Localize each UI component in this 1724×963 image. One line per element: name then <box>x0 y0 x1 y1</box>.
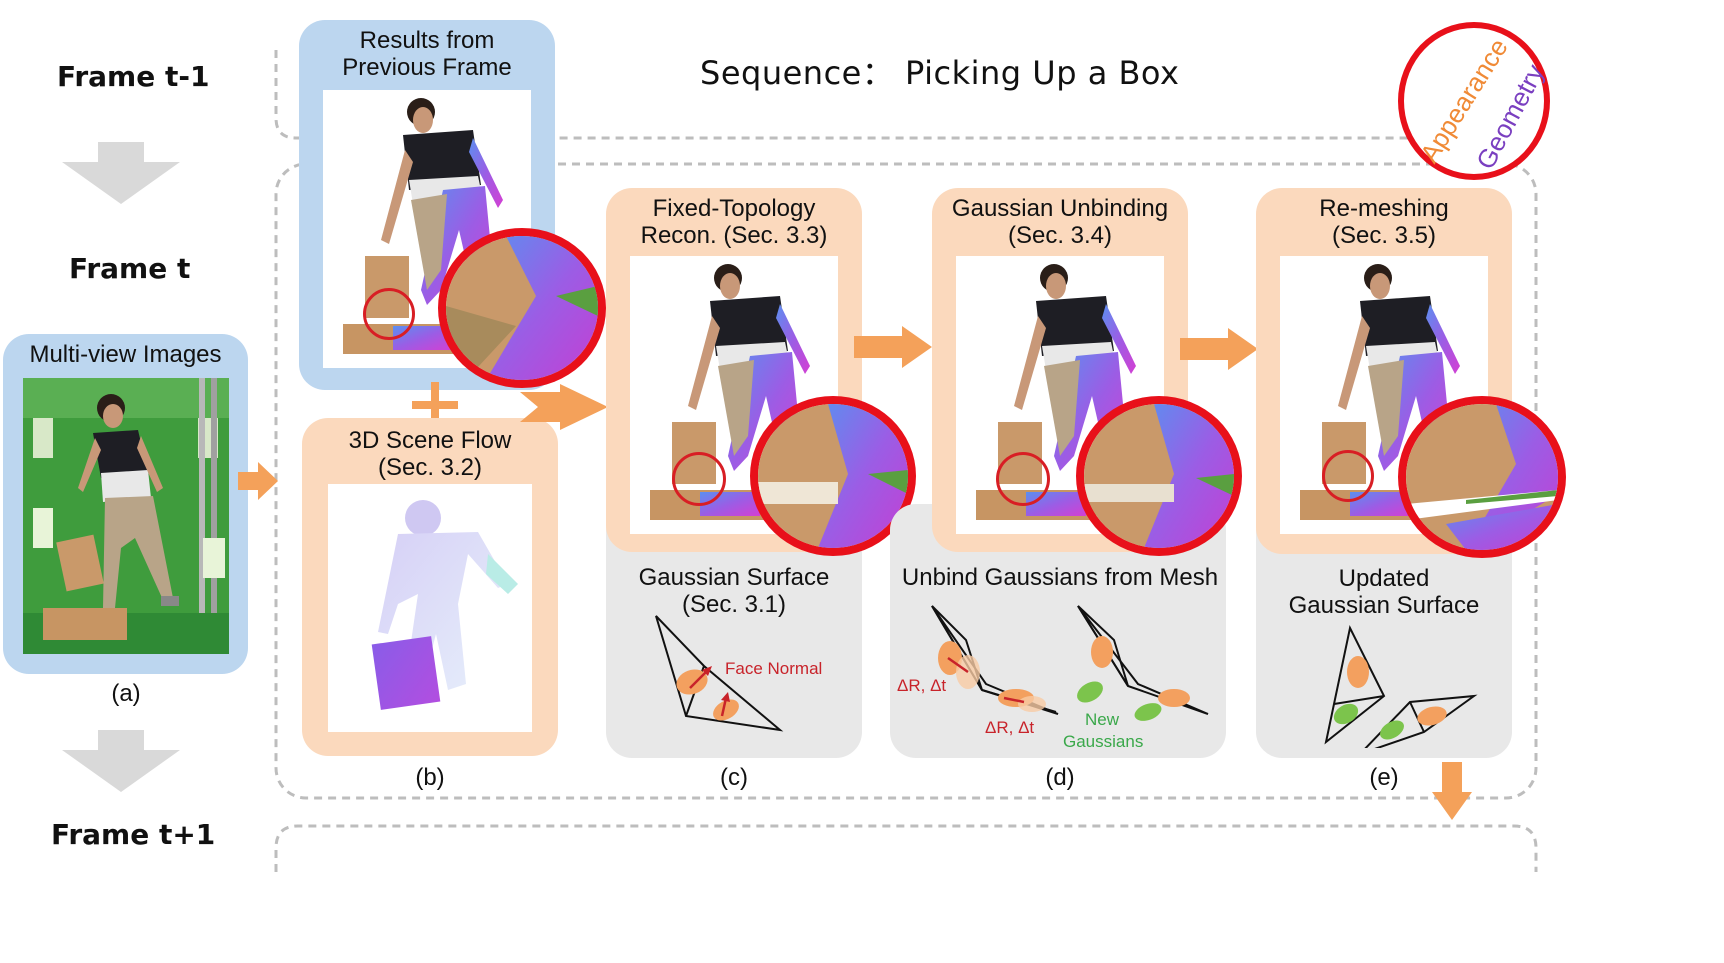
frame-next-label: Frame t+1 <box>51 818 216 851</box>
caption-b: (b) <box>415 764 445 791</box>
unbinding-diagram <box>931 605 1209 721</box>
down-arrow-icon <box>62 142 180 204</box>
delta-label-1: ΔR, Δt <box>897 676 947 695</box>
arrow-right-icon <box>854 326 932 368</box>
updated-surface-diagram <box>1324 624 1478 748</box>
panel-scene-flow: 3D Scene Flow (Sec. 3.2) <box>302 418 558 756</box>
arrow-right-icon <box>238 462 278 500</box>
multiview-photo <box>23 378 229 654</box>
panel-d-title-1: Gaussian Unbinding <box>951 195 1169 222</box>
panel-b-title-1: 3D Scene Flow <box>348 427 512 454</box>
new-gaussians-label-1: New <box>1085 710 1120 729</box>
panel-multiview-title: Multi-view Images <box>29 341 222 368</box>
zoom-unbinding <box>1076 396 1242 556</box>
down-arrow-icon <box>62 730 180 792</box>
gaussian-surface-diagram <box>655 615 784 732</box>
panel-e-title-2: (Sec. 3.5) <box>1331 222 1437 249</box>
panel-e-title-1: Re-meshing <box>1319 195 1449 222</box>
zoom-prev <box>438 228 606 388</box>
scene-flow-image <box>328 484 532 732</box>
panel-c-title-1: Fixed-Topology <box>652 195 816 222</box>
down-arrow-icon <box>1432 762 1472 820</box>
frame-curr-label: Frame t <box>69 252 191 285</box>
panel-d-sub-1: Unbind Gaussians from Mesh <box>901 564 1219 591</box>
panel-b-title-2: (Sec. 3.2) <box>377 454 483 481</box>
caption-a: (a) <box>111 680 141 707</box>
caption-d: (d) <box>1045 764 1075 791</box>
panel-multiview: Multi-view Images <box>3 334 248 674</box>
caption-e: (e) <box>1369 764 1399 791</box>
zoom-marker-circle <box>363 288 415 340</box>
face-normal-label: Face Normal <box>725 659 823 678</box>
panel-prev-title-2: Previous Frame <box>342 54 512 81</box>
new-gaussians-label-2: Gaussians <box>1063 732 1144 751</box>
caption-c: (c) <box>720 764 748 791</box>
sequence-title: Sequence： Picking Up a Box <box>700 54 1180 92</box>
panel-c-title-2: Recon. (Sec. 3.3) <box>640 222 828 249</box>
panel-unbinding: Gaussian Unbinding (Sec. 3.4) <box>932 188 1188 552</box>
plus-icon <box>412 382 458 428</box>
delta-label-2: ΔR, Δt <box>985 718 1035 737</box>
zoom-marker-circle <box>1322 450 1374 502</box>
appearance-geometry-badge <box>1398 22 1550 180</box>
arrow-right-icon <box>1180 328 1258 370</box>
zoom-remeshing <box>1398 396 1566 558</box>
zoom-fixed-topology <box>750 396 916 556</box>
panel-c-sub-1: Gaussian Surface <box>638 564 830 591</box>
panel-e-sub-2: Gaussian Surface <box>1288 592 1480 619</box>
panel-prev-title-1: Results from <box>359 27 495 54</box>
panel-c-sub-2: (Sec. 3.1) <box>681 591 787 618</box>
panel-d-title-2: (Sec. 3.4) <box>1007 222 1113 249</box>
frame-prev-label: Frame t-1 <box>57 60 210 93</box>
zoom-marker-circle <box>996 452 1050 506</box>
arrow-right-icon <box>520 384 608 430</box>
panel-e-sub-1: Updated <box>1338 565 1430 592</box>
zoom-marker-circle <box>672 452 726 506</box>
